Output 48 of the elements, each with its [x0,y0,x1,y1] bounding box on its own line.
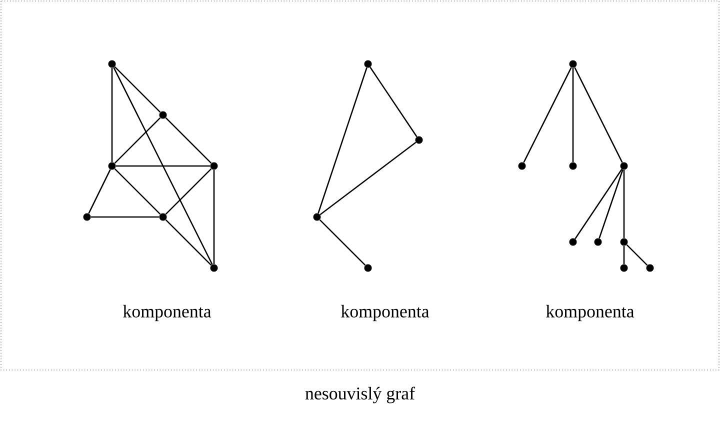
vertex-dot [159,111,167,119]
component-label: komponenta [341,304,430,322]
graph-edge [114,117,161,164]
vertex-dot [108,162,116,170]
graph-edge [111,68,113,162]
graph-edge [165,219,212,266]
graph-edge [319,219,366,266]
vertex-dot [159,213,167,221]
graph-edge [114,66,161,113]
graph-edge [623,170,625,238]
graph-edge [523,67,572,163]
graph-edge [370,66,418,138]
graph-edge [213,170,215,264]
graph-edge [574,67,623,163]
graph-edge [88,169,111,214]
vertex-dot [569,162,577,170]
graph-edge [320,142,416,216]
vertex-dot [646,264,654,272]
vertex-dot [620,264,628,272]
graph-edge [165,168,212,215]
vertex-dot [620,162,628,170]
vertex-dot [364,60,372,68]
graph-edge [116,165,210,167]
vertex-dot [569,238,577,246]
graph-edge [114,168,161,215]
vertex-dot [313,213,321,221]
vertex-dot [364,264,372,272]
vertex-dot [415,136,423,144]
vertex-dot [518,162,526,170]
graph-edge [318,68,368,214]
vertex-dot [620,238,628,246]
graph-edge [572,68,574,162]
graph-edge [598,170,624,238]
vertex-dot [210,162,218,170]
vertex-dot [108,60,116,68]
vertex-dot [83,213,91,221]
vertex-dot [594,238,602,246]
caption: nesouvislý graf [305,386,416,404]
graph-edge [574,168,622,240]
graph-edge [113,67,213,265]
graph-edge [90,216,160,218]
graph-edge [165,117,212,164]
component-label: komponenta [123,304,212,322]
component-label: komponenta [546,304,634,322]
vertex-dot [569,60,577,68]
graph-edge [626,244,648,266]
graph-edge [623,246,625,264]
vertex-dot [210,264,218,272]
